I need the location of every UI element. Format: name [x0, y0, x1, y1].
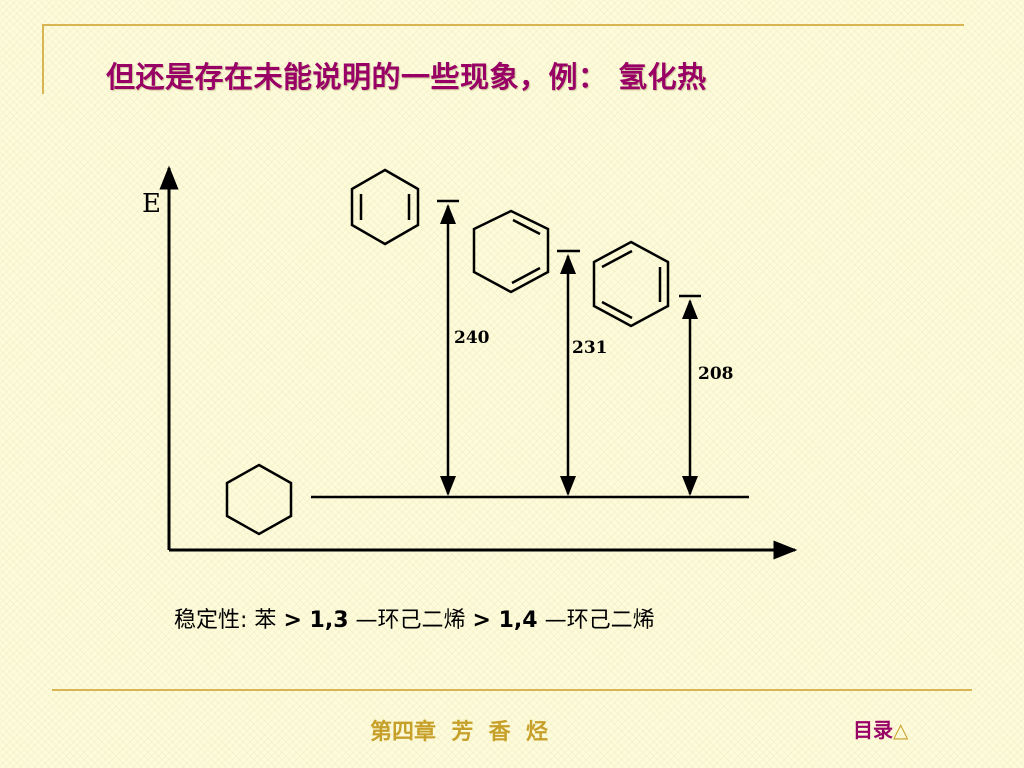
value-240: 240: [454, 328, 490, 348]
stability-diene13-num: 1,3: [309, 608, 349, 633]
stability-diene13-name: —环己二烯: [355, 608, 466, 633]
toc-link[interactable]: 目录△: [853, 714, 908, 743]
stability-order: 稳定性: 苯 > 1,3 —环己二烯 > 1,4 —环己二烯: [174, 602, 655, 634]
cyclohexene-icon: [350, 168, 420, 246]
triangle-up-icon: △: [893, 718, 909, 742]
chapter-title: 第四章 芳 香 烃: [370, 720, 548, 745]
top-border: [42, 24, 964, 26]
stability-benzene: 苯: [254, 608, 277, 633]
cyclohexane-icon: [225, 463, 293, 536]
benzene-icon: [592, 240, 670, 328]
slide-title: 但还是存在未能说明的一些现象，例： 氢化热: [106, 60, 707, 94]
value-231: 231: [572, 338, 608, 358]
left-border: [42, 24, 44, 94]
stability-gt-2: >: [472, 608, 499, 633]
stability-gt-1: >: [283, 608, 310, 633]
cyclohexadiene-icon: [472, 209, 550, 294]
value-208: 208: [698, 364, 734, 384]
axis-label-e: E: [142, 189, 161, 219]
stability-diene14-num: 1,4: [498, 608, 538, 633]
toc-label: 目录: [853, 718, 893, 742]
footer-divider: [52, 689, 972, 691]
stability-diene14-name: —环己二烯: [544, 608, 655, 633]
stability-label: 稳定性:: [174, 608, 248, 633]
axes: [159, 165, 798, 560]
